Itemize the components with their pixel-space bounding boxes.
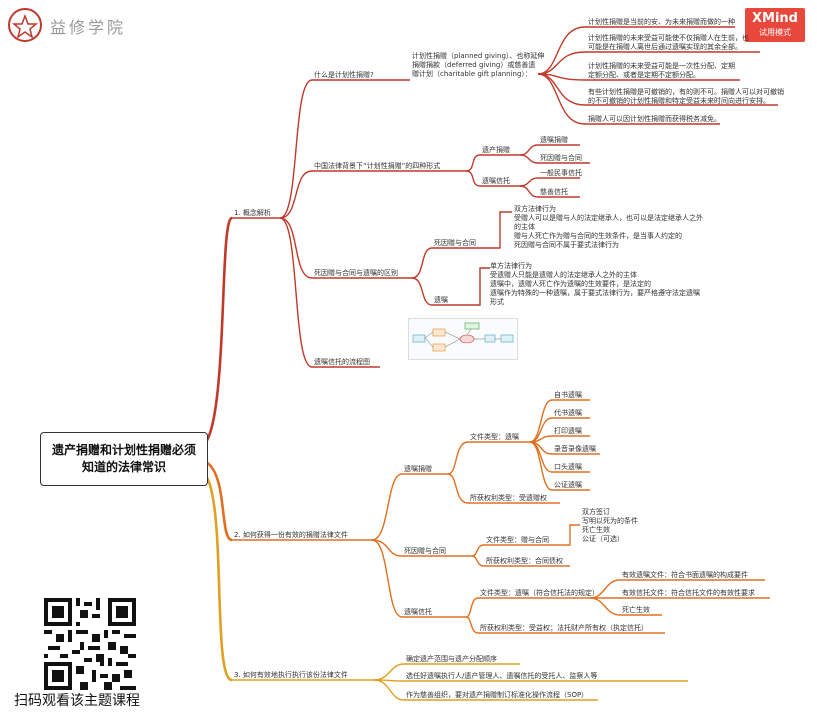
contract-type-detail[interactable]: 双方签订 写明以死为的条件 死亡生效 公证（可选） [582,508,638,543]
section-2-topic[interactable]: 2. 如何获得一份有效的捐赠法律文件 [234,531,348,539]
form-item[interactable]: 一般民事信托 [540,169,582,177]
will-type-item[interactable]: 公证遗嘱 [554,481,582,489]
will-document-type[interactable]: 文件类型：遗嘱 [470,433,519,441]
topic-trust-doc[interactable]: 遗嘱信托 [404,608,432,616]
topic-china-forms[interactable]: 中国法律背景下“计划性捐赠”的四种形式 [314,162,441,170]
will-rights-type[interactable]: 所获权利类型：受遗赠权 [470,494,547,502]
definition-item[interactable]: 计划性捐赠是当前的安、为未来捐赠而做的一种 [588,18,735,26]
topic-estate-donation[interactable]: 遗产捐赠 [482,146,510,154]
logo-text: 益修学院 [50,18,127,37]
execution-item[interactable]: 选任好遗嘱执行人/遗产管理人、遗嘱信托的受托人、监察人等 [406,672,598,680]
form-item[interactable]: 死因赠与合同 [540,154,582,162]
trust-rights-type[interactable]: 所获权利类型：受益权；法托财产所有权（执定信托） [480,624,648,632]
topic-testamentary-trust[interactable]: 遗嘱信托 [482,177,510,185]
definition-item[interactable]: 捐赠人可以因计划性捐赠而获得税务减免。 [588,115,721,123]
form-item[interactable]: 慈善信托 [540,188,568,196]
form-item[interactable]: 遗嘱捐赠 [540,136,568,144]
topic-difference[interactable]: 死因赠与合同与遗嘱的区别 [314,269,398,277]
will-notes[interactable]: 单方法律行为 受遗赠人只能是遗赠人的法定继承人之外的主体 遗嘱中，遗赠人死亡作为… [490,262,700,306]
will-type-item[interactable]: 录音录像遗嘱 [554,445,596,453]
will-type-item[interactable]: 口头遗嘱 [554,463,582,471]
will-type-item[interactable]: 代书遗嘱 [554,409,582,417]
definition-item[interactable]: 计划性捐赠的未来受益可能是一次性分配、定期 定额分配、或者是定期不定额分配。 [588,62,735,79]
topic-will[interactable]: 遗嘱 [434,296,448,304]
badge-subtitle: 试用模式 [759,28,791,37]
trust-document-type[interactable]: 文件类型：遗嘱（符合信托法的规定） [480,589,599,597]
flowchart-thumbnail[interactable] [408,318,518,360]
definition-item[interactable]: 有些计划性捐赠是可撤销的，有的则不可。捐赠人可以对可撤销 的不可撤销的计划性捐赠… [588,88,784,105]
execution-item[interactable]: 确定遗产范围与遗产分配顺序 [406,655,497,663]
topic-definition[interactable]: 计划性捐赠（planned giving）、也称延伸 捐赠捐款（deferred… [412,52,545,78]
trust-requirement-item[interactable]: 有效遗嘱文件：符合书面遗嘱的构成要件 [622,571,748,579]
section-3-topic[interactable]: 3. 如何有效地执行执行该份法律文件 [234,671,348,679]
topic-trust-flowchart[interactable]: 遗嘱信托的流程图 [314,358,370,366]
trust-requirement-item[interactable]: 有效信托文件：符合信托文件的有效性要求 [622,589,755,597]
root-title-line1: 遗产捐赠和计划性捐赠必须 [51,443,196,457]
qr-code-icon[interactable] [44,598,136,690]
root-topic[interactable]: 遗产捐赠和计划性捐赠必须 知道的法律常识 [40,432,208,486]
qr-caption: 扫码观看该主题课程 [14,693,140,709]
trust-requirement-item[interactable]: 死亡生效 [622,606,650,614]
lotus-logo-icon [8,8,42,42]
execution-item[interactable]: 作为慈善组织，要对遗产捐赠制订标准化操作流程（SOP） [406,691,589,699]
badge-title: XMind [752,11,798,26]
contract-rights-type[interactable]: 所获权利类型：合同债权 [486,557,563,565]
will-type-item[interactable]: 自书遗嘱 [554,391,582,399]
definition-item[interactable]: 计划性捐赠的未来受益可能使不仅捐赠人在生前，也 可能是在捐赠人离世后通过遗嘱实现… [588,34,749,51]
xmind-trial-badge[interactable]: XMind 试用模式 [745,8,805,42]
topic-what-is-planned-giving[interactable]: 什么是计划性捐赠? [314,71,374,79]
section-1-topic[interactable]: 1. 概念解析 [234,209,271,217]
will-type-item[interactable]: 打印遗嘱 [554,427,582,435]
contract-document-type[interactable]: 文件类型：赠与合同 [486,536,549,544]
topic-will-donation[interactable]: 遗嘱捐赠 [404,465,432,473]
root-title-line2: 知道的法律常识 [81,460,166,474]
topic-gift-contract[interactable]: 死因赠与合同 [434,239,476,247]
gift-contract-notes[interactable]: 双方法律行为 受赠人可以是赠与人的法定继承人，也可以是法定继承人之外 的主体 赠… [514,205,703,249]
topic-gift-contract-doc[interactable]: 死因赠与合同 [404,547,446,555]
